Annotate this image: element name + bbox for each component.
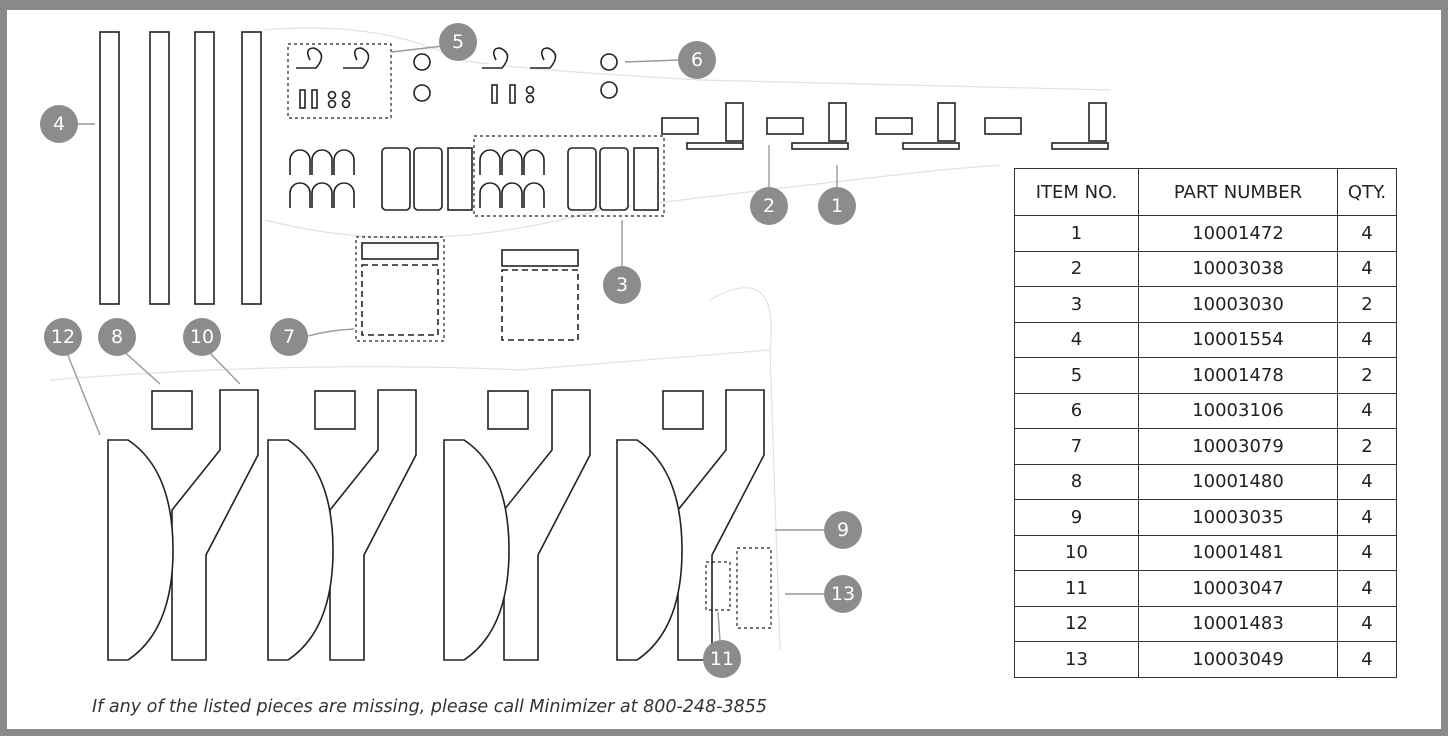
callout-12: 12 [44,318,82,356]
item-no: 3 [1014,286,1139,323]
part-number: 10001481 [1138,534,1338,571]
leader-lines [64,45,838,641]
item-no: 11 [1014,570,1139,607]
qty: 4 [1337,499,1397,536]
qty: 4 [1337,570,1397,607]
item-no: 2 [1014,250,1139,287]
item-no: 9 [1014,499,1139,536]
svg-text:10: 10 [190,326,214,348]
svg-text:6: 6 [691,49,703,71]
item-no: 12 [1014,605,1139,642]
svg-text:4: 4 [53,113,65,135]
missing-parts-note: If any of the listed pieces are missing,… [92,697,768,717]
callout-11: 11 [703,640,741,678]
hardware-item-7 [355,236,579,342]
qty: 4 [1337,641,1397,678]
svg-text:12: 12 [51,326,75,348]
part-number: 10001472 [1138,215,1338,252]
item-no: 1 [1014,215,1139,252]
svg-text:9: 9 [837,519,849,541]
bars-item-4 [99,31,262,305]
callout-9: 9 [824,511,862,549]
hitch-pins-item-5 [287,43,557,119]
rings-item-6 [413,53,618,102]
qty: 2 [1337,286,1397,323]
header-part-number: PART NUMBER [1138,168,1338,216]
qty: 4 [1337,605,1397,642]
callout-6: 6 [678,41,716,79]
callout-10: 10 [183,318,221,356]
qty: 2 [1337,428,1397,465]
part-number: 10003047 [1138,570,1338,607]
callout-7: 7 [270,318,308,356]
qty: 4 [1337,534,1397,571]
part-number: 10003106 [1138,392,1338,429]
item-no: 6 [1014,392,1139,429]
svg-text:13: 13 [831,583,855,605]
table-header-row: ITEM NO. PART NUMBER QTY. [1014,168,1397,216]
svg-text:7: 7 [283,326,295,348]
part-number: 10003079 [1138,428,1338,465]
part-number: 10001480 [1138,463,1338,500]
side-assemblies [107,389,772,661]
part-number: 10001478 [1138,357,1338,394]
callout-13: 13 [824,575,862,613]
item-no: 4 [1014,321,1139,358]
header-item-no: ITEM NO. [1014,168,1139,216]
qty: 4 [1337,463,1397,500]
qty: 4 [1337,392,1397,429]
item-no: 10 [1014,534,1139,571]
svg-text:11: 11 [710,648,734,670]
svg-text:2: 2 [763,195,775,217]
qty: 4 [1337,321,1397,358]
svg-text:1: 1 [831,195,843,217]
header-qty: QTY. [1337,168,1397,216]
callout-5: 5 [439,23,477,61]
brackets-items-1-2 [661,102,1109,150]
part-number: 10003035 [1138,499,1338,536]
qty: 4 [1337,250,1397,287]
part-number: 10001483 [1138,605,1338,642]
part-number: 10003049 [1138,641,1338,678]
item-no: 5 [1014,357,1139,394]
qty: 4 [1337,215,1397,252]
item-no: 13 [1014,641,1139,678]
part-number: 10003030 [1138,286,1338,323]
svg-text:5: 5 [452,31,464,53]
part-number: 10003038 [1138,250,1338,287]
callout-2: 2 [750,187,788,225]
item-no: 7 [1014,428,1139,465]
item-no: 8 [1014,463,1139,500]
svg-text:8: 8 [111,326,123,348]
callout-1: 1 [818,187,856,225]
svg-text:3: 3 [616,274,628,296]
qty: 2 [1337,357,1397,394]
callout-4: 4 [40,105,78,143]
part-number: 10001554 [1138,321,1338,358]
callout-8: 8 [98,318,136,356]
callout-3: 3 [603,266,641,304]
ubolts-item-3 [289,135,665,217]
